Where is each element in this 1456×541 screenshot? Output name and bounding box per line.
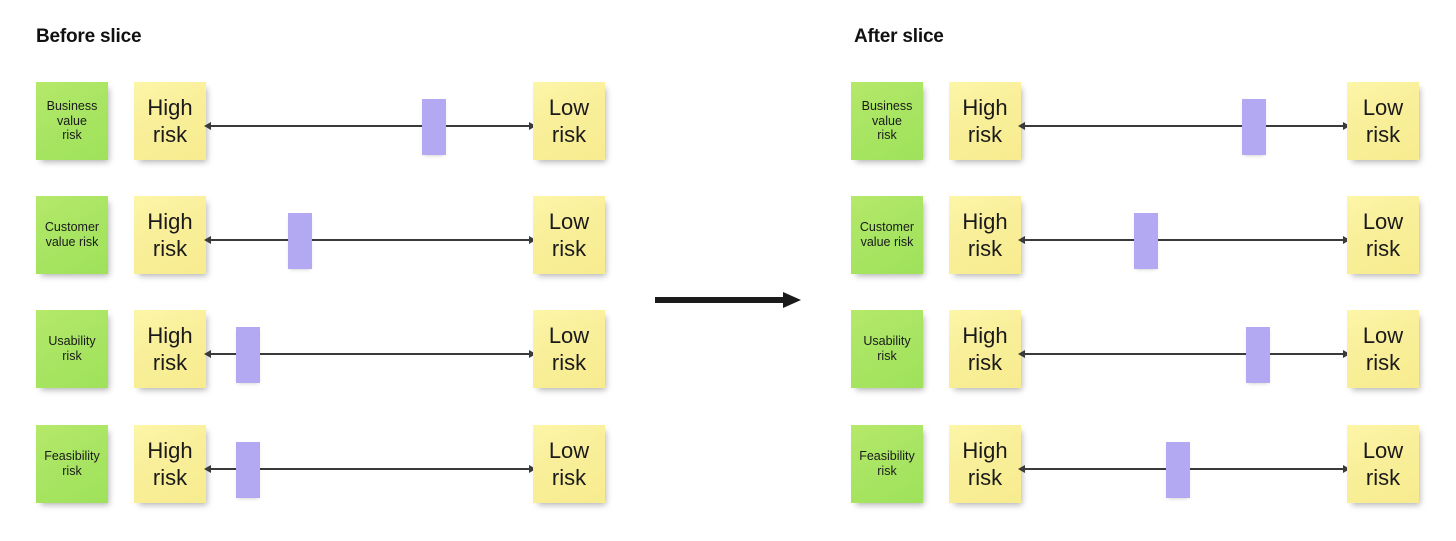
risk-position-marker[interactable] bbox=[1165, 442, 1190, 498]
risk-position-marker[interactable] bbox=[422, 99, 446, 155]
risk-position-marker[interactable] bbox=[1242, 99, 1267, 155]
right-arrow-icon bbox=[655, 292, 801, 308]
risk-position-marker[interactable] bbox=[236, 327, 261, 383]
arrow-head bbox=[783, 292, 801, 308]
risk-scale-axis bbox=[204, 236, 536, 244]
risk-position-marker[interactable] bbox=[1245, 327, 1270, 383]
risk-position-marker[interactable] bbox=[1133, 213, 1158, 269]
risk-position-marker[interactable] bbox=[287, 213, 312, 269]
risk-scale-axis bbox=[1018, 236, 1350, 244]
risk-scale-axis bbox=[204, 350, 536, 358]
risk-scale-axis bbox=[204, 122, 536, 130]
risk-position-marker[interactable] bbox=[236, 442, 261, 498]
page-title-before: Before slice bbox=[36, 26, 142, 47]
risk-scale-axis bbox=[1018, 350, 1350, 358]
risk-scale-axis bbox=[1018, 122, 1350, 130]
arrow-shaft bbox=[655, 297, 785, 303]
risk-scale-axis bbox=[204, 465, 536, 473]
page-title-after: After slice bbox=[854, 26, 944, 47]
